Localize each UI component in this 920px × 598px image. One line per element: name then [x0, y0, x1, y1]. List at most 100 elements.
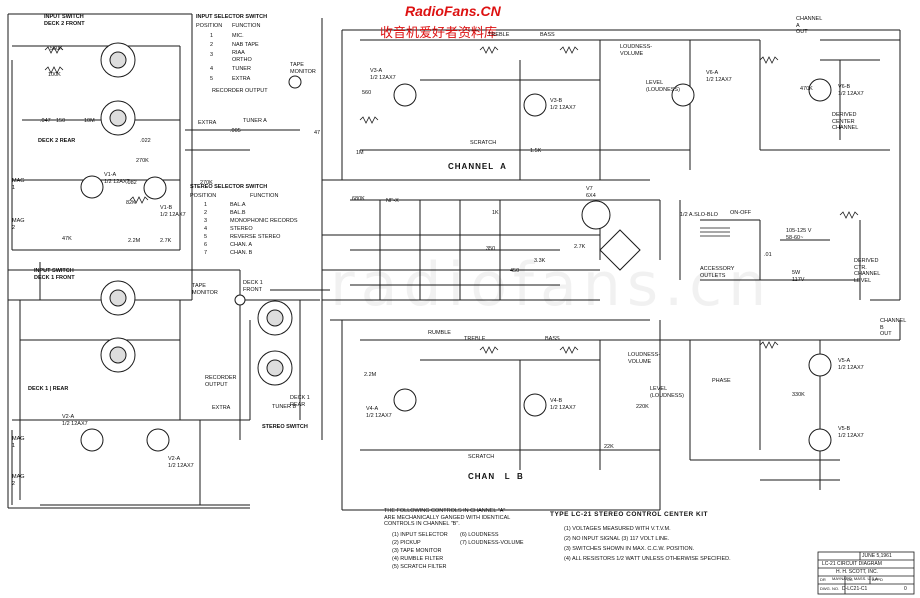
- tube-v1a: V1-A 1/2 12AX7: [104, 172, 130, 185]
- notes-left-item-5: (5) SCRATCH FILTER: [392, 564, 447, 570]
- label-mag2-a: MAG 2: [12, 218, 25, 231]
- input-selector-pos-1: 1: [210, 33, 214, 39]
- stereo-selector-pos-5: 5: [204, 234, 208, 240]
- notes-left-item-6: (6) LOUDNESS: [460, 532, 499, 538]
- title-block-dr: DR: [820, 577, 826, 582]
- comp-82k: 82K: [126, 200, 136, 206]
- tube-v6b: V6-B 1/2 12AX7: [838, 84, 864, 97]
- input-selector-func-3: RIAA ORTHO: [232, 50, 252, 63]
- input-selector-header-position: POSITION: [196, 23, 223, 29]
- stereo-selector-pos-3: 3: [204, 218, 208, 224]
- comp-270k-1: 270K: [136, 158, 149, 164]
- comp-680k: 680K: [352, 196, 365, 202]
- input-selector-func-2: NAB TAPE: [232, 42, 259, 48]
- title-block-location: MAYNARD, MASS. U.S.A.: [832, 576, 880, 581]
- label-input-switch-deck1: INPUT SWITCH DECK 1 FRONT: [34, 268, 75, 281]
- label-stereo-switch: STEREO SWITCH: [262, 424, 308, 430]
- tube-v4a: V4-A 1/2 12AX7: [366, 406, 392, 419]
- title-block-date: JUNE 5,1961: [862, 553, 892, 559]
- comp-150: 150: [56, 118, 66, 124]
- input-selector-pos-4: 4: [210, 66, 214, 72]
- comp-450: 450: [510, 268, 520, 274]
- label-derived-center: DERIVED CENTER CHANNEL: [832, 112, 859, 131]
- comp-1m: 1M: [356, 150, 364, 156]
- comp-22k: 22K: [604, 444, 614, 450]
- stereo-selector-func-4: STEREO: [230, 226, 253, 232]
- comp-47: 47: [314, 130, 321, 136]
- tube-v6a: V6-A 1/2 12AX7: [706, 70, 732, 83]
- comp-47k: 47K: [62, 236, 72, 242]
- comp-100k-1: 100K: [48, 72, 61, 78]
- label-tuner-a: TUNER A: [243, 118, 267, 124]
- notes-right-item-4: (4) ALL RESISTORS 1/2 WATT UNLESS OTHERW…: [564, 556, 731, 562]
- tube-v2a-right: V2-A 1/2 12AX7: [168, 456, 194, 469]
- comp-270k-2: 270K: [200, 180, 213, 186]
- tube-v5a: V5-A 1/2 12AX7: [838, 358, 864, 371]
- label-level-b: LEVEL (LOUDNESS): [650, 386, 684, 399]
- label-tape-monitor: TAPE MONITOR: [290, 62, 316, 75]
- tube-v3b: V3-B 1/2 12AX7: [550, 98, 576, 111]
- comp-560: 560: [362, 90, 372, 96]
- label-rectifier: V7 6X4: [586, 186, 596, 199]
- label-recorder-output: RECORDER OUTPUT: [212, 88, 268, 94]
- input-selector-title: INPUT SELECTOR SWITCH: [196, 14, 268, 20]
- stereo-selector-func-3: MONOPHONIC RECORDS: [230, 218, 298, 224]
- label-deck1-rear-2: DECK 1 REAR: [290, 395, 310, 408]
- comp-15k: 1.5K: [530, 148, 542, 154]
- notes-right-item-2: (2) NO INPUT SIGNAL (3) 117 VOLT LINE.: [564, 536, 670, 542]
- label-derived-ctr-level: DERIVED CTR. CHANNEL LEVEL: [854, 258, 881, 284]
- title-block-company: H. H. SCOTT, INC.: [836, 569, 878, 575]
- notes-left-intro: THE FOLLOWING CONTROLS IN CHANNEL "A" AR…: [384, 508, 511, 527]
- input-selector-header-function: FUNCTION: [232, 23, 261, 29]
- label-treble-a: TREBLE: [488, 32, 510, 38]
- title-block: JUNE 5,1961 LC-21 CIRCUIT DIAGRAM H. H. …: [818, 552, 914, 594]
- label-channel-a: CHANNEL A: [448, 162, 507, 171]
- stereo-selector-func-7: CHAN. B: [230, 250, 253, 256]
- stereo-selector-table: STEREO SELECTOR SWITCH POSITION FUNCTION…: [190, 184, 310, 264]
- title-block-appd: APPD: [872, 577, 883, 582]
- label-fuse: 1/2 A.SLO-BLO: [680, 212, 718, 218]
- label-power: 105-125 V 58-60~: [786, 228, 812, 241]
- input-selector-func-1: MIC.: [232, 33, 244, 39]
- notes-left-item-2: (2) PICKUP: [392, 540, 421, 546]
- label-tuner-b: TUNER B: [272, 404, 297, 410]
- label-pilot: 5W 117V: [792, 270, 805, 283]
- notes-right-item-3: (3) SWITCHES SHOWN IN MAX. C.C.W. POSITI…: [564, 546, 695, 552]
- input-selector-pos-2: 2: [210, 42, 214, 48]
- notes-right: TYPE LC-21 STEREO CONTROL CENTER KIT (1)…: [550, 511, 800, 582]
- title-block-ck: CK: [847, 577, 853, 582]
- title-block-rev: 0: [904, 586, 907, 592]
- tube-v3a: V3-A 1/2 12AX7: [370, 68, 396, 81]
- comp-220k: 220K: [636, 404, 649, 410]
- comp-27k: 2.7K: [160, 238, 172, 244]
- comp-27k-psu: 2.7K: [574, 244, 586, 250]
- stereo-selector-header-function: FUNCTION: [250, 193, 279, 199]
- comp-005-1: .005: [230, 128, 241, 134]
- label-tape-monitor-2: TAPE MONITOR: [192, 283, 218, 296]
- stereo-selector-func-6: CHAN. A: [230, 242, 253, 248]
- label-loudness-volume-a: LOUDNESS- VOLUME: [620, 44, 653, 57]
- label-recorder-output-2: RECORDER OUTPUT: [205, 375, 237, 388]
- stereo-selector-header-position: POSITION: [190, 193, 217, 199]
- label-extra-b: EXTRA: [212, 405, 231, 411]
- label-treble-b: TREBLE: [464, 336, 486, 342]
- comp-350: 350: [486, 246, 496, 252]
- notes-left-item-3: (3) TAPE MONITOR: [392, 548, 442, 554]
- comp-33k: 3.3K: [534, 258, 546, 264]
- comp-22m: 2.2M: [128, 238, 141, 244]
- stereo-selector-pos-4: 4: [204, 226, 208, 232]
- comp-082: .082: [126, 180, 137, 186]
- comp-22m-b: 2.2M: [364, 372, 377, 378]
- label-scratch-b: SCRATCH: [468, 454, 495, 460]
- label-bass-b: BASS: [545, 336, 560, 342]
- tube-v2a-left: V2-A 1/2 12AX7: [62, 414, 88, 427]
- watermark-slogan: 收音机爱好者资料库: [380, 25, 498, 40]
- label-level-a: LEVEL (LOUDNESS): [646, 80, 680, 93]
- title-block-dwg-no: D-LC21-C1: [842, 586, 868, 592]
- ghost-watermark: radiofans.cn: [330, 250, 773, 320]
- stereo-selector-func-5: REVERSE STEREO: [230, 234, 281, 240]
- input-selector-func-5: EXTRA: [232, 76, 251, 82]
- comp-10m: 10M: [84, 118, 95, 124]
- notes-right-item-1: (1) VOLTAGES MEASURED WITH V.T.V.M.: [564, 526, 671, 532]
